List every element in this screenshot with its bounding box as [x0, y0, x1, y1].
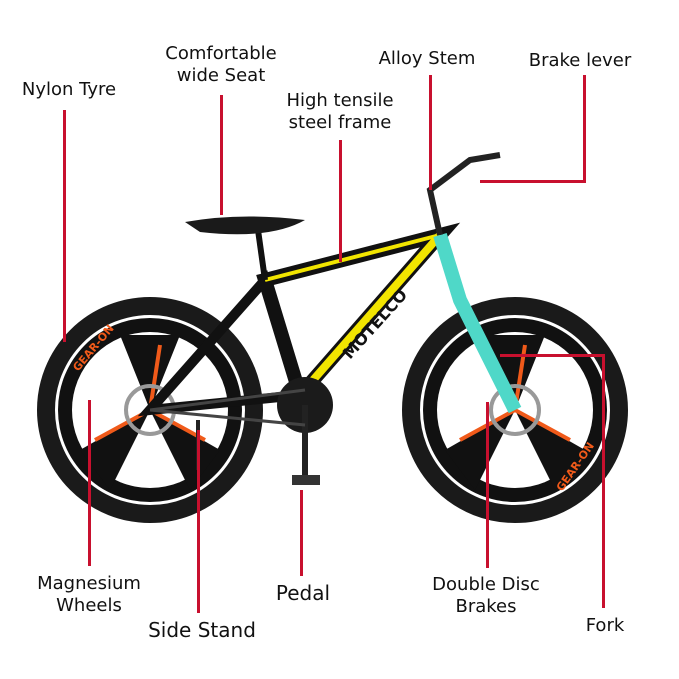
brake-lever-leader-v [583, 75, 586, 183]
frame-leader [339, 140, 342, 262]
brand-text: MOTELCO [339, 285, 411, 362]
seat-leader [220, 95, 223, 215]
fork-leader-v [602, 354, 605, 608]
label-wheels-line2: Wheels [56, 595, 122, 616]
disc-brakes-leader [486, 402, 489, 568]
wheels-leader [88, 400, 91, 566]
label-wheels: Magnesium Wheels [20, 573, 158, 617]
label-pedal: Pedal [275, 581, 331, 605]
label-side-stand: Side Stand [148, 618, 256, 642]
pedal-leader [300, 490, 303, 576]
label-wheels-line1: Magnesium [37, 573, 141, 594]
brake-lever-leader-h [480, 180, 586, 183]
label-disc-line1: Double Disc [432, 574, 540, 595]
label-frame: High tensile steel frame [270, 90, 410, 134]
fork-leader-h [500, 354, 605, 357]
label-brake-lever: Brake lever [528, 50, 632, 71]
label-fork: Fork [585, 615, 625, 636]
label-frame-line2: steel frame [288, 112, 392, 133]
label-seat-line1: Comfortable [165, 43, 277, 64]
label-alloy-stem: Alloy Stem [378, 48, 476, 69]
label-seat: Comfortable wide Seat [151, 43, 291, 87]
label-seat-line2: wide Seat [176, 65, 266, 86]
stem-leader [429, 75, 432, 190]
nylon-tyre-leader [63, 110, 66, 342]
side-stand-leader [197, 430, 200, 613]
label-disc-brakes: Double Disc Brakes [416, 574, 556, 618]
label-frame-line1: High tensile [286, 90, 394, 111]
frame [137, 152, 522, 485]
label-nylon-tyre: Nylon Tyre [21, 79, 117, 100]
label-disc-line2: Brakes [455, 596, 517, 617]
